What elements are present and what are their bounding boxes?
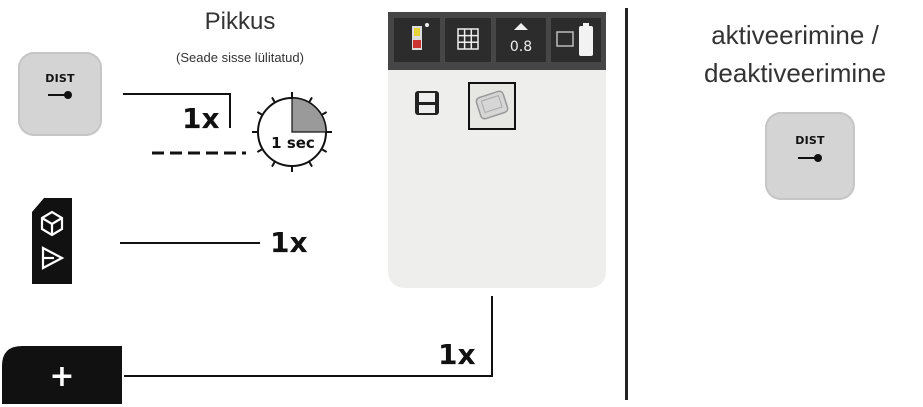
clipboard-memory-icon [475, 90, 509, 120]
dist-key-dot [64, 91, 72, 99]
floppy-save-icon[interactable] [412, 88, 442, 118]
selected-menu-frame[interactable] [468, 82, 516, 130]
dist-press-count: 1x [182, 102, 220, 135]
timer-tick [308, 161, 313, 168]
timer-tick [308, 96, 313, 103]
activation-title-line1: aktiveerimine / [711, 20, 879, 50]
activation-title-line2: deaktiveerimine [703, 58, 887, 88]
function-key[interactable] [30, 196, 74, 286]
timer-tick [321, 111, 328, 116]
plus-key-label: + [49, 359, 74, 394]
grid-icon [457, 28, 479, 50]
timer-tick [321, 148, 328, 153]
length-title: Pikkus [204, 8, 276, 35]
timer-label: 1 sec [271, 134, 315, 152]
timer-tick [256, 148, 263, 153]
timer-tick [271, 161, 276, 168]
status-bar: 0.8 [388, 12, 606, 70]
status-cell-laser [394, 18, 440, 62]
dist-key-right-label: DIST [795, 134, 825, 147]
play-measure-icon [41, 246, 65, 270]
dist-key-left[interactable]: DIST [18, 52, 102, 136]
plus-key[interactable]: + [0, 344, 124, 406]
dist-key-stem [48, 94, 68, 96]
timer-elapsed-sector [291, 97, 327, 133]
plus-press-count: 1x [438, 338, 476, 371]
status-cell-level: 0.8 [496, 18, 546, 62]
activation-title: aktiveerimine / deaktiveerimine [670, 16, 920, 92]
dist-press-line [123, 93, 231, 128]
timer-tick [271, 96, 276, 103]
dist-key-right-stem [798, 157, 818, 159]
level-icon: 0.8 [510, 23, 532, 55]
dist-key-right-dot [814, 154, 822, 162]
level-value: 0.8 [510, 39, 532, 55]
device-screen: 0.8 [388, 12, 606, 288]
function-connector-line [120, 242, 260, 244]
cube-icon [40, 210, 64, 237]
timer-tick [256, 111, 263, 116]
dist-key-label: DIST [45, 72, 75, 85]
device-on-subtitle: (Seade sisse lülitatud) [176, 50, 304, 65]
status-cell-memory-battery [551, 18, 601, 62]
dist-connector-lines [123, 93, 246, 155]
laser-icon [412, 23, 429, 50]
plus-key-body [2, 346, 122, 404]
status-cell-grid [445, 18, 491, 62]
plus-connector-line [124, 296, 493, 377]
function-press-count: 1x [270, 226, 308, 259]
timer-ticks [252, 92, 332, 172]
dist-key-right[interactable]: DIST [765, 112, 855, 200]
timer-icon: 1 sec [252, 92, 332, 172]
section-divider [625, 8, 628, 400]
memory-battery-icon [556, 23, 593, 56]
